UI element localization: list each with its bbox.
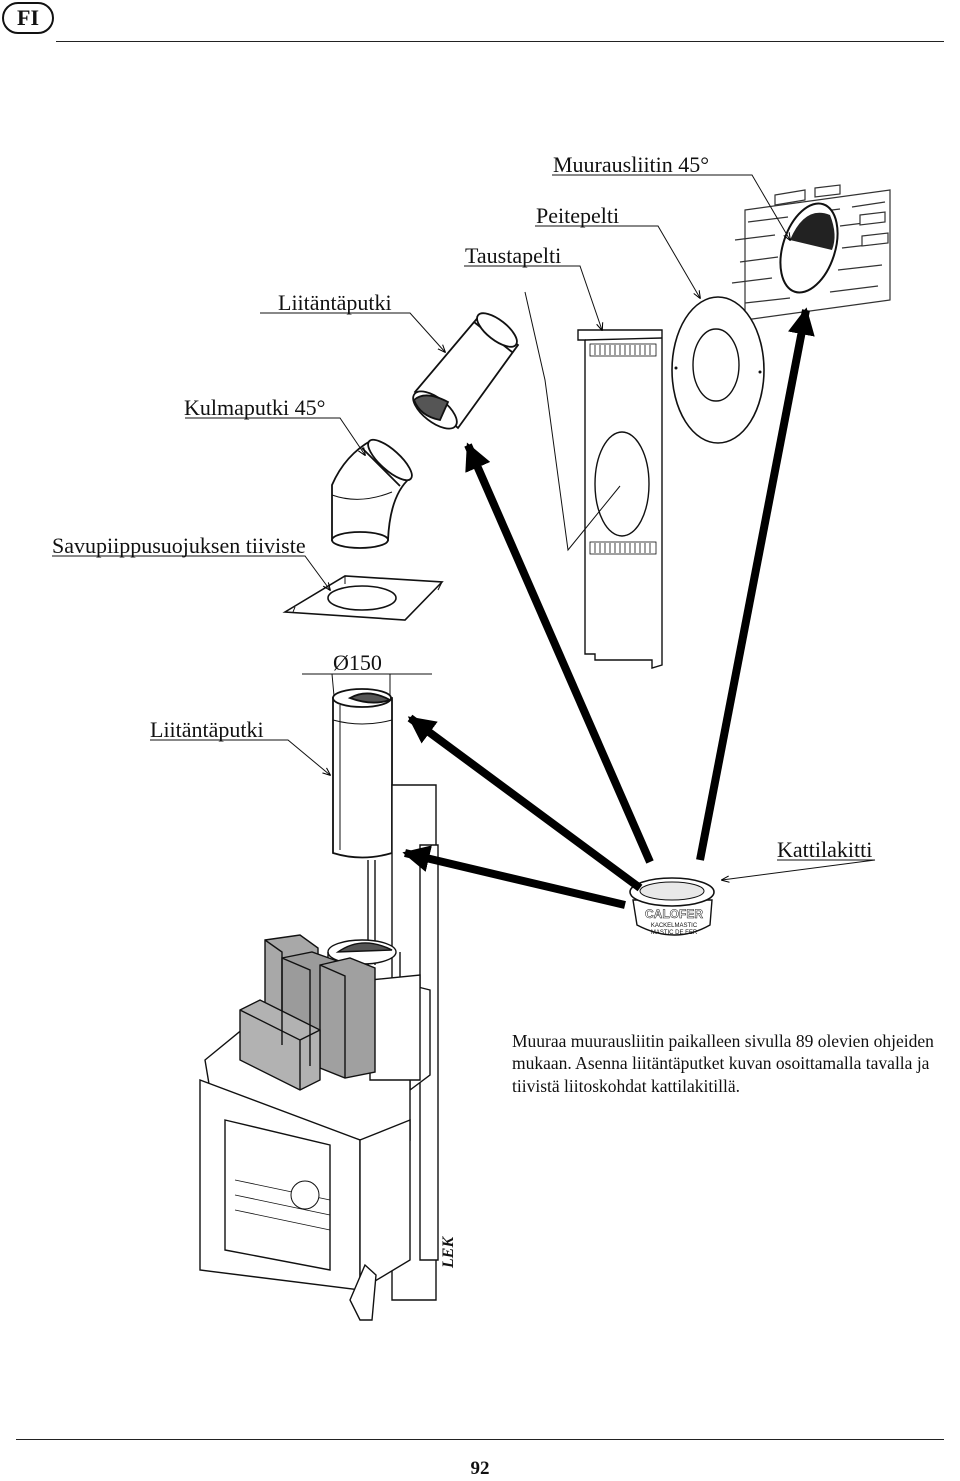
cover-plate (671, 296, 765, 444)
arrow-to-wall-connector (696, 307, 815, 861)
assembly-arrows (402, 307, 815, 909)
tin-line2: MASTIC DE FER (651, 930, 698, 936)
lek-mark: LEK (440, 1236, 457, 1269)
label-back-plate: Taustapelti (465, 243, 562, 268)
leader-connection-pipe-lower (150, 739, 330, 775)
arrow-to-upper-pipe (464, 442, 654, 864)
leader-back-plate-drop (524, 291, 621, 552)
label-connection-pipe-top: Liitäntäputki (278, 290, 392, 315)
label-elbow-pipe: Kulmaputki 45° (184, 395, 326, 420)
label-wall-connector: Muurausliitin 45° (553, 152, 710, 177)
header-rule (56, 41, 944, 42)
vent-slots-bottom (589, 541, 657, 555)
leader-connection-pipe-top (260, 312, 445, 352)
footer-rule (16, 1439, 944, 1440)
label-connection-pipe-lower: Liitäntäputki (150, 717, 264, 742)
diameter-dimension (302, 673, 432, 697)
boiler-kit-tin: CALOFER KACKELMASTIC MASTIC DE FER (629, 877, 715, 936)
leader-wall-connector (552, 174, 790, 240)
wall-connector-45 (779, 202, 839, 294)
label-chimney-seal: Savupiippusuojuksen tiiviste (52, 533, 306, 558)
label-boiler-kit: Kattilakitti (777, 837, 873, 862)
tin-brand: CALOFER (645, 907, 703, 921)
elbow-pipe-45 (331, 438, 413, 549)
leader-back-plate (464, 265, 602, 330)
chimney-seal (282, 575, 444, 621)
leader-boiler-kit (722, 859, 876, 880)
leader-chimney-seal (52, 555, 330, 590)
leader-cover-plate (535, 225, 700, 298)
stone-blocks (239, 934, 376, 1091)
arrow-to-stove-joint (402, 845, 626, 909)
arrow-to-lower-pipe (407, 714, 643, 892)
label-cover-plate: Peitepelti (536, 203, 620, 228)
instruction-caption: Muuraa muurausliitin paikalleen sivulla … (512, 1031, 934, 1096)
leader-elbow (185, 417, 365, 455)
page-number: 92 (470, 1458, 490, 1479)
lower-connection-pipe (332, 688, 393, 859)
vent-slots-top (589, 343, 657, 357)
leader-lines (52, 174, 876, 880)
upper-connection-pipe (412, 312, 520, 430)
tin-line1: KACKELMASTIC (651, 923, 698, 929)
back-plate (577, 329, 663, 669)
label-diameter: Ø150 (333, 650, 382, 675)
language-badge: FI (2, 2, 54, 34)
